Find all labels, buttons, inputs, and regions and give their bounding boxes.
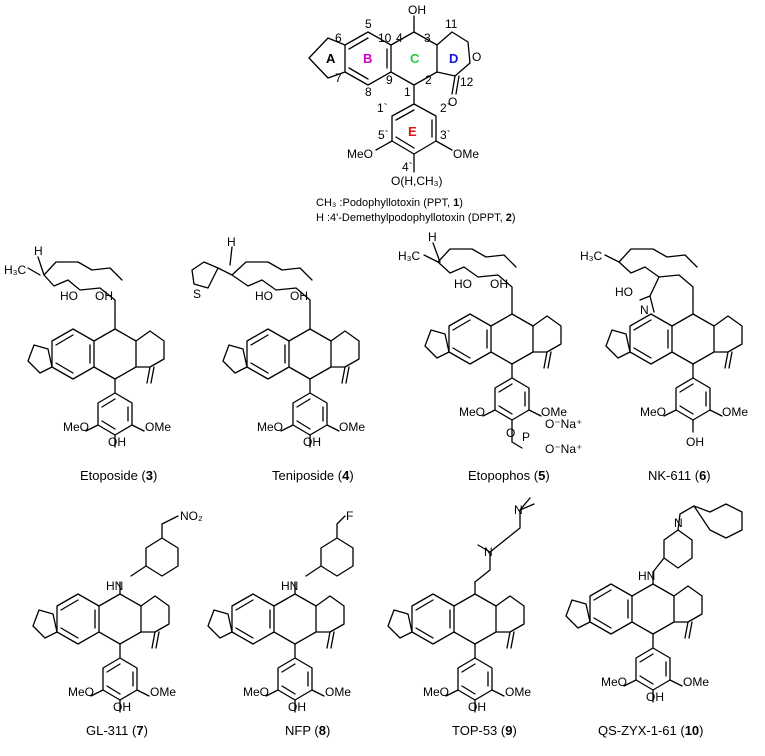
etoposide-oh-bottom-label: OH — [108, 435, 126, 449]
compound-nfp: HN F MeO OMe OH NFP (8) — [207, 509, 354, 738]
nk-611-meo-label: MeO — [640, 405, 666, 419]
teniposide-h-label: H — [227, 235, 236, 249]
gl-311-ome-label: OMe — [150, 685, 176, 699]
atom-number-1: 1 — [404, 85, 411, 99]
qs-zyx-meo-label: MeO — [601, 675, 627, 689]
qs-zyx-n-label: N — [674, 516, 683, 530]
compound-top-53: N N MeO OMe OH TOP-53 (9) — [387, 497, 535, 738]
teniposide-oh-label: OH — [290, 289, 308, 303]
nfp-ome-label: OMe — [325, 685, 351, 699]
etopophos-ona-bottom-label: O⁻Na⁺ — [545, 442, 582, 456]
compound-caption-gl-311: GL-311 (7) — [86, 723, 148, 738]
etopophos-ona-top-label: O⁻Na⁺ — [545, 417, 582, 431]
atom-number-4: 4 — [396, 31, 403, 45]
compound-qs-zyx-1-61: HN N MeO OMe OH QS-ZYX-1-61 (10) — [565, 503, 743, 738]
compound-nk-611: H₃C HO N MeO OMe OH NK-611 (6) — [580, 248, 748, 483]
etopophos-p-label: P — [522, 430, 530, 444]
nk-611-n-label: N — [640, 303, 649, 317]
compound-teniposide: H S HO OH MeO OMe OH Teniposide (4) — [191, 235, 365, 483]
compound-caption-etopophos: Etopophos (5) — [468, 468, 550, 483]
nk-611-ho-label: HO — [615, 285, 633, 299]
top-53-meo-label: MeO — [423, 685, 449, 699]
atom-number-6: 6 — [335, 31, 342, 45]
etoposide-h-label: H — [34, 244, 43, 258]
compound-caption-nfp: NFP (8) — [285, 723, 330, 738]
nfp-oh-label: OH — [288, 700, 306, 714]
etopophos-o-label: O — [506, 426, 515, 440]
atom-number-8: 8 — [365, 85, 372, 99]
oxygen-substituent-label: O(H,CH₃) — [391, 174, 443, 188]
atom-number-5p: 5` — [378, 128, 389, 142]
compound-caption-teniposide: Teniposide (4) — [272, 468, 354, 483]
compound-caption-nk-611: NK-611 (6) — [648, 468, 711, 483]
etopophos-ho-label: HO — [454, 277, 472, 291]
legend-line-ppt: CH₃ :Podophyllotoxin (PPT, 1) — [316, 197, 463, 209]
gl-311-meo-label: MeO — [68, 685, 94, 699]
nfp-hn-label: HN — [281, 579, 298, 593]
qs-zyx-oh-label: OH — [646, 690, 664, 704]
compound-caption-etoposide: Etoposide (3) — [80, 468, 157, 483]
ring-label-e: E — [408, 124, 417, 139]
nfp-f-label: F — [346, 509, 353, 523]
atom-number-1p: 1` — [377, 101, 388, 115]
nfp-meo-label: MeO — [243, 685, 269, 699]
teniposide-oh-bottom-label: OH — [303, 435, 321, 449]
top-53-oh-label: OH — [468, 700, 486, 714]
teniposide-ome-label: OMe — [339, 420, 365, 434]
gl-311-oh-label: OH — [113, 700, 131, 714]
atom-number-11: 11 — [445, 17, 458, 31]
top-53-ome-label: OMe — [505, 685, 531, 699]
qs-zyx-ome-label: OMe — [683, 675, 709, 689]
atom-number-10: 10 — [378, 31, 392, 45]
methoxy-right-label: OMe — [453, 147, 479, 161]
etoposide-ho-label: HO — [60, 289, 78, 303]
methoxy-left-label: MeO — [347, 147, 373, 161]
carbonyl-oxygen-label: O — [448, 95, 457, 109]
compound-caption-top-53: TOP-53 (9) — [452, 723, 517, 738]
atom-number-7: 7 — [335, 71, 342, 85]
etopophos-meo-label: MeO — [459, 405, 485, 419]
teniposide-meo-label: MeO — [257, 420, 283, 434]
lactone-oxygen-label: O — [472, 50, 481, 64]
etoposide-ome-label: OMe — [145, 420, 171, 434]
nk-611-oh-bottom-label: OH — [686, 435, 704, 449]
ring-label-d: D — [449, 51, 458, 66]
etopophos-ome-label: OMe — [541, 405, 567, 419]
oh-group-label: OH — [408, 3, 426, 17]
nk-611-ome-label: OMe — [722, 405, 748, 419]
ring-label-b: B — [363, 51, 372, 66]
etoposide-meo-label: MeO — [63, 420, 89, 434]
atom-number-5: 5 — [365, 17, 372, 31]
teniposide-ho-label: HO — [255, 289, 273, 303]
compound-caption-qs-zyx-1-61: QS-ZYX-1-61 (10) — [598, 723, 704, 738]
gl-311-hn-label: HN — [106, 579, 123, 593]
atom-number-9: 9 — [386, 73, 393, 87]
atom-number-4p: 4` — [402, 160, 413, 174]
compound-gl-311: HN NO₂ MeO OMe OH GL-311 (7) — [32, 509, 203, 738]
compound-etopophos: H H₃C HO OH MeO OMe O P O⁻Na⁺ O⁻Na⁺ Etop… — [398, 230, 582, 483]
etopophos-h3c-label: H₃C — [398, 249, 421, 263]
podophyllotoxin-parent-structure: OH O O MeO OMe O(H,CH₃) A B C D E 5 4 10… — [308, 3, 516, 224]
gl-311-no2-label: NO₂ — [180, 509, 203, 523]
atom-number-2: 2 — [425, 73, 432, 87]
ring-label-c: C — [410, 51, 420, 66]
atom-number-3p: 3` — [440, 128, 451, 142]
top-53-n-lower-label: N — [484, 545, 493, 559]
teniposide-s-label: S — [193, 287, 201, 301]
etopophos-h-label: H — [428, 230, 437, 244]
nk-611-h3c-label: H₃C — [580, 249, 603, 263]
top-53-n-upper-label: N — [514, 503, 523, 517]
atom-number-12: 12 — [460, 75, 474, 89]
etopophos-oh-label: OH — [490, 277, 508, 291]
legend-line-dppt: H :4'-Demethylpodophyllotoxin (DPPT, 2) — [316, 212, 516, 224]
etoposide-h3c-label: H₃C — [4, 263, 27, 277]
etoposide-oh-label: OH — [95, 289, 113, 303]
ring-label-a: A — [326, 51, 336, 66]
qs-zyx-hn-label: HN — [638, 569, 655, 583]
atom-number-2p: 2` — [440, 101, 451, 115]
atom-number-3: 3 — [424, 31, 431, 45]
compound-etoposide: H H₃C HO OH MeO OMe OH Etoposide (3) — [4, 244, 171, 483]
